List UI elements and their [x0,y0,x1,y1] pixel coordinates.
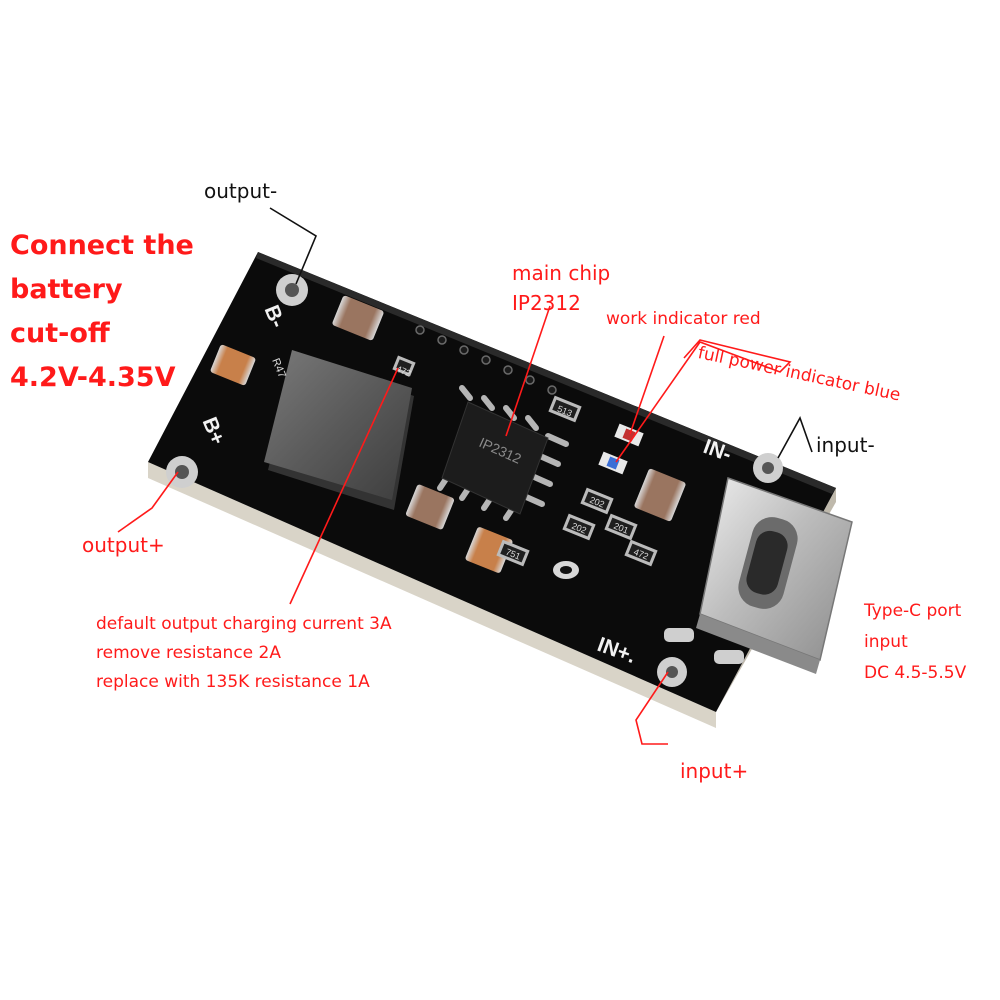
capacitor-mid [405,484,455,530]
inductor [264,350,414,510]
battery-note-line-1: Connect the [10,230,194,261]
leader-work-indicator [629,335,665,435]
leader-main-chip [505,305,551,437]
pad-in-plus [657,657,687,687]
capacitor-orange [465,527,513,573]
pad-b-minus [276,274,308,306]
leader-output-plus [117,471,179,533]
label-input-plus: input+ [680,759,749,783]
label-charging-current: default output charging current 3A remov… [96,610,392,697]
battery-note-line-4: 4.2V-4.35V [10,362,176,393]
leader-charging-current [289,367,399,605]
charging-current-line-2: remove resistance 2A [96,643,281,663]
main-chip-line-1: main chip [512,261,611,285]
resistor [392,355,658,567]
label-main-chip: main chip IP2312 [512,258,610,318]
label-output-plus: output+ [82,533,165,557]
label-output-minus: output- [204,179,278,203]
ip2312-chip [437,385,569,521]
label-work-indicator: work indicator red [606,309,761,329]
charging-current-line-1: default output charging current 3A [96,614,392,634]
type-c-line-1: Type-C port [864,601,962,621]
pcb-edge [148,462,716,728]
led-blue [598,451,628,475]
via-row [415,325,557,395]
capacitor-top [332,295,384,341]
leader-input-plus [635,671,669,745]
charging-current-line-3: replace with 135K resistance 1A [96,672,370,692]
type-c-line-3: DC 4.5-5.5V [864,663,967,683]
main-chip-line-2: IP2312 [512,291,581,315]
pad-in-minus [753,453,783,483]
leader-full-power [615,339,792,463]
label-input-minus: input- [816,433,875,457]
battery-note-line-2: battery [10,274,123,305]
leader-output-minus [269,207,318,285]
usb-type-c-connector [664,477,853,674]
capacitor-right [634,468,686,522]
pcb-highlight [256,252,836,494]
label-type-c: Type-C port input DC 4.5-5.5V [864,596,966,689]
pad-b-plus [166,456,198,488]
battery-note: Connect the battery cut-off 4.2V-4.35V [10,224,194,400]
type-c-line-2: input [864,632,908,652]
leader-input-minus [777,416,813,459]
capacitor-left [210,344,256,386]
battery-note-line-3: cut-off [10,318,110,349]
